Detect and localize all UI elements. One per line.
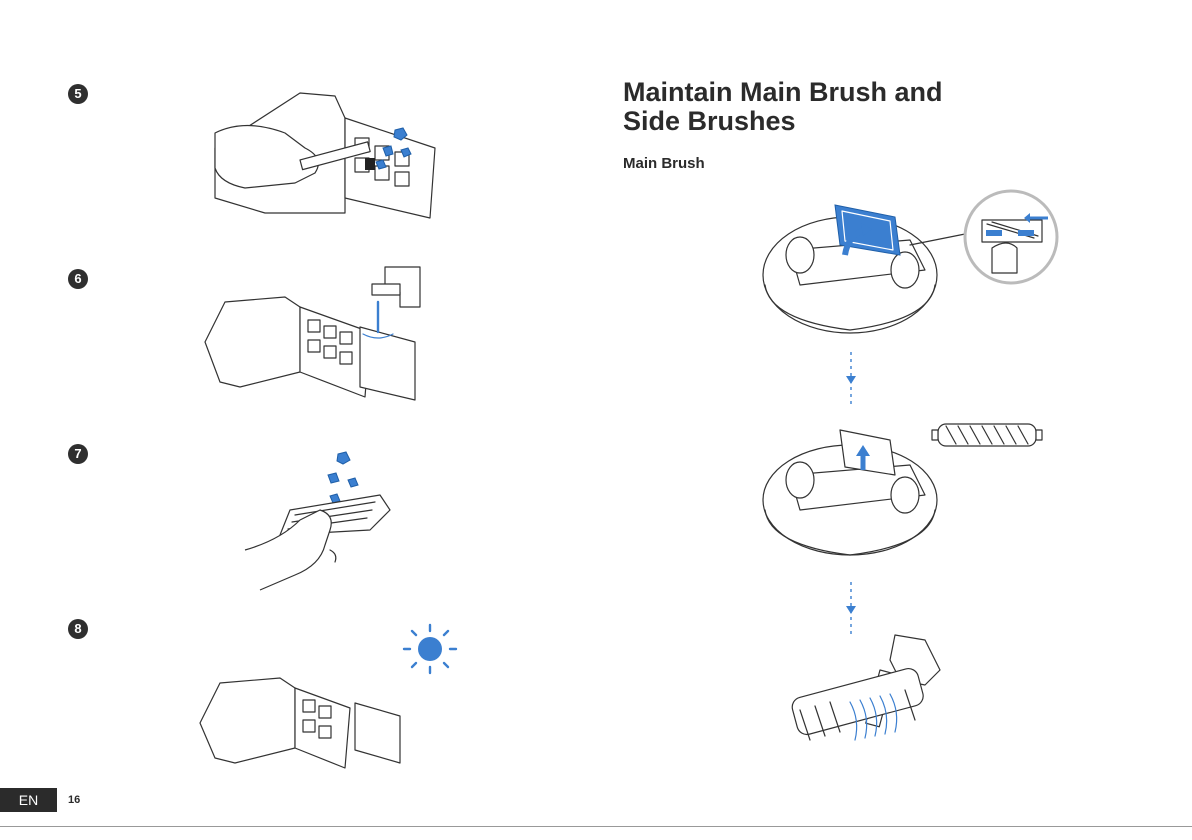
page-title-line-2: Side Brushes <box>623 106 796 136</box>
step-6-rinse-filter-illustration <box>200 262 430 402</box>
step-down-arrow-1 <box>842 352 860 404</box>
step-badge-8: 8 <box>68 619 88 639</box>
page-title-line-1: Maintain Main Brush and <box>623 77 943 107</box>
step-badge-7: 7 <box>68 444 88 464</box>
page-number: 16 <box>68 794 80 806</box>
step-down-arrow-2 <box>842 582 860 634</box>
step-8-dry-filter-illustration <box>195 668 415 768</box>
robot-remove-brush-cover-illustration <box>760 195 950 345</box>
bottom-divider <box>0 826 1192 827</box>
page-title: Maintain Main Brush and Side Brushes <box>623 78 943 136</box>
language-tab: EN <box>0 788 57 812</box>
step-7-tap-filter-illustration <box>240 450 405 592</box>
robot-lift-brush-illustration <box>760 425 950 565</box>
step-badge-6: 6 <box>68 269 88 289</box>
clean-main-brush-illustration <box>775 630 945 765</box>
step-5-brush-filter-illustration <box>205 88 445 223</box>
step-badge-5: 5 <box>68 84 88 104</box>
section-subtitle: Main Brush <box>623 155 705 172</box>
brush-latch-zoom-illustration <box>962 188 1060 286</box>
